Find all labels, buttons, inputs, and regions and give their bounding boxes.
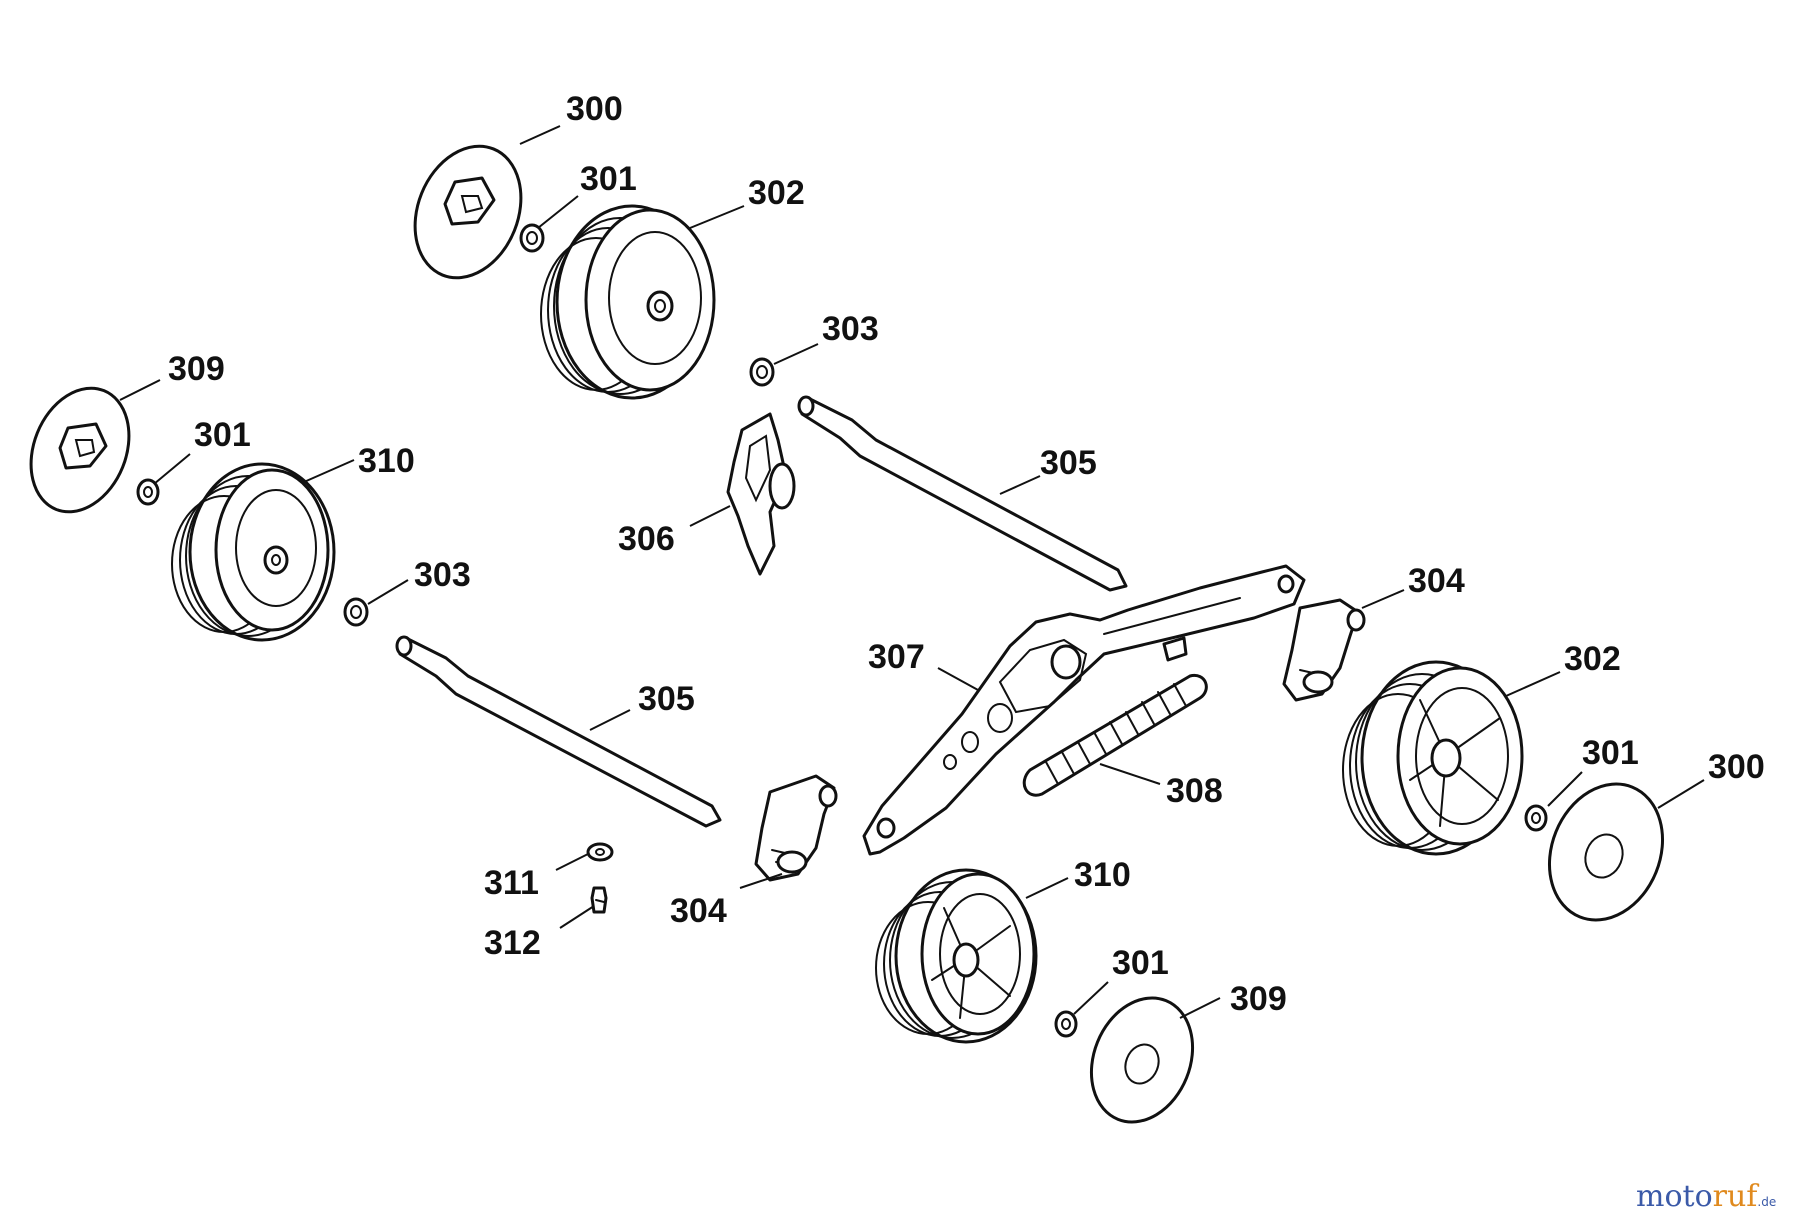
callout-301-top: 301 bbox=[580, 160, 637, 198]
nut-left bbox=[136, 478, 160, 506]
rear-wheel-right bbox=[1342, 660, 1524, 856]
callout-303-top: 303 bbox=[822, 310, 879, 348]
rear-wheel-top bbox=[540, 204, 716, 400]
lever-frame bbox=[862, 564, 1306, 856]
spring bbox=[1022, 673, 1208, 797]
watermark-text-part2: ruf bbox=[1713, 1179, 1760, 1214]
callout-300-right: 300 bbox=[1708, 748, 1765, 786]
hub-cap-disc-bottom bbox=[1089, 996, 1195, 1124]
axle-bottom bbox=[395, 635, 722, 828]
hub-cap-disc-top bbox=[413, 144, 523, 280]
callout-307: 307 bbox=[868, 638, 925, 676]
nut-top bbox=[519, 223, 545, 253]
callout-304-bottom: 304 bbox=[670, 892, 727, 930]
washer-top bbox=[749, 357, 775, 387]
nut-bottom bbox=[1054, 1010, 1078, 1038]
callout-310-bottom: 310 bbox=[1074, 856, 1131, 894]
washer-left bbox=[343, 597, 369, 627]
hub-cap-disc-left bbox=[29, 386, 131, 514]
svg-text:motoruf.de: motoruf.de bbox=[1636, 1179, 1776, 1214]
leader-lines bbox=[119, 125, 1705, 1019]
callout-309-bottom: 309 bbox=[1230, 980, 1287, 1018]
front-wheel-left bbox=[171, 462, 336, 642]
callout-302-top: 302 bbox=[748, 174, 805, 212]
watermark-suffix: .de bbox=[1757, 1195, 1776, 1209]
height-adjust-bracket-top bbox=[726, 412, 796, 576]
callout-309-left: 309 bbox=[168, 350, 225, 388]
callout-301-bottom: 301 bbox=[1112, 944, 1169, 982]
small-washer bbox=[586, 842, 614, 862]
callout-301-left: 301 bbox=[194, 416, 251, 454]
callout-305-bottom: 305 bbox=[638, 680, 695, 718]
height-adjust-bracket-right bbox=[1282, 598, 1366, 702]
callout-305-top: 305 bbox=[1040, 444, 1097, 482]
axle-top bbox=[797, 395, 1128, 592]
callout-306: 306 bbox=[618, 520, 675, 558]
callout-312: 312 bbox=[484, 924, 541, 962]
callout-310-left: 310 bbox=[358, 442, 415, 480]
watermark-text-part1: moto bbox=[1636, 1179, 1713, 1214]
hub-cap-disc-right bbox=[1547, 782, 1665, 922]
callout-302-right: 302 bbox=[1564, 640, 1621, 678]
callout-304-right: 304 bbox=[1408, 562, 1465, 600]
callout-300-top: 300 bbox=[566, 90, 623, 128]
callout-303-left: 303 bbox=[414, 556, 471, 594]
screw bbox=[590, 886, 608, 914]
callout-301-right: 301 bbox=[1582, 734, 1639, 772]
callout-311: 311 bbox=[484, 864, 539, 902]
callout-labels: 300 301 302 303 309 301 310 303 306 305 … bbox=[168, 90, 1765, 1018]
front-wheel-bottom bbox=[875, 868, 1038, 1044]
height-adjust-bracket-bottom bbox=[754, 774, 838, 882]
callout-308: 308 bbox=[1166, 772, 1223, 810]
nut-right bbox=[1524, 804, 1548, 832]
watermark-logo: motoruf.de bbox=[1636, 1179, 1776, 1214]
